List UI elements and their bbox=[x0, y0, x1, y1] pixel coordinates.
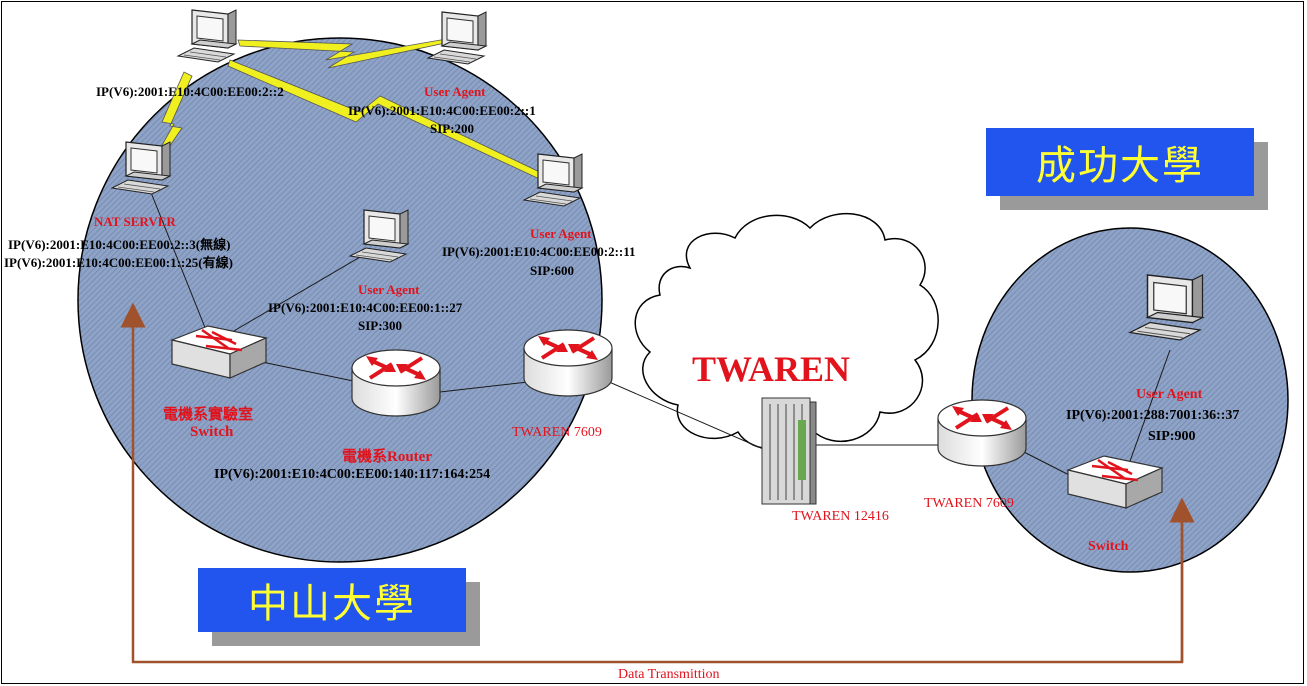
ua300-ip: IP(V6):2001:E10:4C00:EE00:1::27 bbox=[268, 300, 463, 315]
ua600-sip: SIP:600 bbox=[530, 263, 575, 278]
nsysu-banner: 中山大學 bbox=[198, 568, 466, 632]
dept-router-name: 電機系Router bbox=[342, 449, 432, 465]
link-router-twaren bbox=[439, 381, 529, 393]
ncku-banner: 成功大學 bbox=[986, 128, 1254, 196]
lab-switch-type: Switch bbox=[190, 424, 234, 440]
nsysu-region bbox=[77, 37, 603, 563]
twaren-cloud-label: TWAREN bbox=[692, 349, 851, 389]
data-transmission-label: Data Transmittion bbox=[618, 667, 720, 682]
link-ua300-switch bbox=[214, 249, 373, 343]
ua300-sip: SIP:300 bbox=[358, 318, 403, 333]
twaren-12416-chassis-icon bbox=[761, 397, 817, 505]
nat-server-title: NAT SERVER bbox=[94, 214, 176, 229]
link-ua900-switch bbox=[1124, 349, 1171, 476]
lab-switch-name: 電機系實驗室 bbox=[163, 407, 254, 423]
ncku-banner-text: 成功大學 bbox=[1036, 143, 1204, 189]
twaren-7609-right-label: TWAREN 7609 bbox=[924, 496, 1014, 511]
nsysu-banner-text: 中山大學 bbox=[248, 581, 416, 627]
ua900-ip: IP(V6):2001:288:7001:36::37 bbox=[1066, 408, 1240, 423]
ua200-title: User Agent bbox=[424, 84, 486, 99]
ua600-ip: IP(V6):2001:E10:4C00:EE00:2::11 bbox=[442, 244, 636, 259]
ua300-title: User Agent bbox=[358, 282, 420, 297]
link-twaren-switch bbox=[1019, 449, 1076, 479]
ua200-ip: IP(V6):2001:E10:4C00:EE00:2::1 bbox=[348, 103, 536, 118]
link-twaren-core bbox=[599, 377, 771, 453]
link-switch-router bbox=[261, 361, 359, 383]
twaren-12416-label: TWAREN 12416 bbox=[792, 509, 889, 524]
ua600-title: User Agent bbox=[530, 226, 592, 241]
ua900-title: User Agent bbox=[1136, 387, 1203, 402]
pc-top-left-ip: IP(V6):2001:E10:4C00:EE00:2::2 bbox=[96, 84, 284, 99]
ncku-switch-label: Switch bbox=[1088, 539, 1129, 554]
nat-ip-wireless: IP(V6):2001:E10:4C00:EE00:2::3(無線) bbox=[8, 237, 231, 252]
ua900-sip: SIP:900 bbox=[1148, 429, 1196, 444]
twaren-cloud bbox=[634, 212, 939, 450]
nat-ip-wired: IP(V6):2001:E10:4C00:EE00:1::25(有線) bbox=[4, 255, 233, 270]
dept-router-ip: IP(V6):2001:E10:4C00:EE00:140:117:164:25… bbox=[214, 467, 491, 482]
ua200-sip: SIP:200 bbox=[430, 121, 475, 136]
link-nat-switch bbox=[149, 189, 213, 346]
twaren-7609-left-label: TWAREN 7609 bbox=[512, 425, 602, 440]
